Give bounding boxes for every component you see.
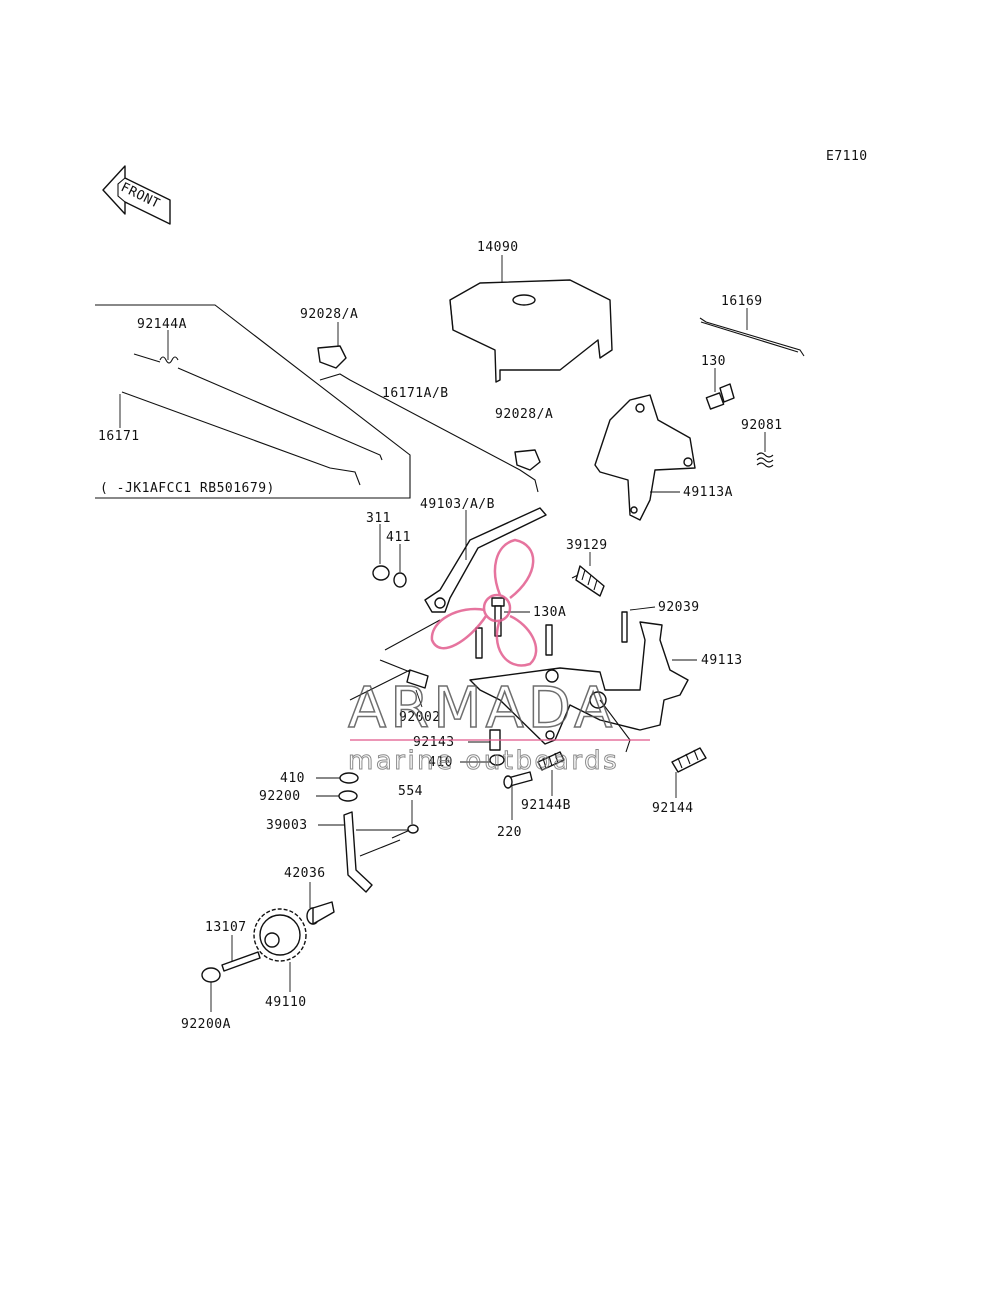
part-pin-554 [391,824,419,839]
label-39003: 39003 [266,818,308,833]
label-92144B: 92144B [521,798,571,813]
part-bolt-92002 [379,659,429,689]
watermark: ARMADA marine outboards [347,538,650,777]
label-49103AB: 49103/A/B [420,497,495,512]
part-bracket-upper [594,394,696,521]
part-washer-92200 [338,790,358,802]
part-rod-16171AB [319,373,539,493]
assembly-line-left [349,619,441,701]
label-39129: 39129 [566,538,608,553]
part-spring-92081 [756,452,774,468]
label-92039: 92039 [658,600,700,615]
front-arrow-icon: FRONT [102,165,171,225]
inset-box [95,304,411,499]
label-411: 411 [386,530,411,545]
label-92200A: 92200A [181,1017,231,1032]
label-16169: 16169 [721,294,763,309]
watermark-brand: ARMADA [348,676,616,741]
label-92200: 92200 [259,789,301,804]
label-49113A: 49113A [683,485,733,500]
part-pin-right [545,624,553,656]
label-13107: 13107 [205,920,247,935]
label-130: 130 [701,354,726,369]
part-spring-92144A [121,353,383,486]
propeller-logo-icon [430,538,538,667]
label-92002: 92002 [399,710,441,725]
label-42036: 42036 [284,866,326,881]
part-washer-center [489,754,505,766]
part-rod-upper [699,317,805,357]
part-pin-left [475,627,483,659]
part-pin-92039 [621,611,628,643]
label-554: 554 [398,784,423,799]
label-220: 220 [497,825,522,840]
part-clip-upper [317,345,347,369]
label-14090: 14090 [477,240,519,255]
part-lever-49103 [424,507,547,613]
label-49113: 49113 [701,653,743,668]
inset-note: ( -JK1AFCC1 RB501679) [100,481,275,496]
label-410-center: 410 [428,755,453,770]
label-130A: 130A [533,605,566,620]
watermark-tagline: marine outboards [348,746,619,776]
label-92028A-lower: 92028/A [495,407,553,422]
part-shaft-13107 [221,951,261,972]
part-bushing-42036 [306,901,335,925]
part-washer-411 [393,572,407,588]
label-16171AB: 16171A/B [382,386,449,401]
part-gear-49110 [253,908,307,962]
label-410: 410 [280,771,305,786]
part-nut-311 [372,565,390,581]
part-bolt-130 [705,383,735,410]
part-clip-lower [514,449,541,471]
part-arm-39003 [343,811,410,893]
label-92028A-upper: 92028/A [300,307,358,322]
label-92144: 92144 [652,801,694,816]
diagram-code: E7110 [826,149,868,164]
part-spring-92144B [537,751,565,771]
label-92081: 92081 [741,418,783,433]
label-49110: 49110 [265,995,307,1010]
part-labels: 14090 16169 130 92028/A 92144A 16171A/B … [98,240,783,1032]
label-92144A: 92144A [137,317,187,332]
part-washer-92200A [201,967,221,983]
label-92143: 92143 [413,735,455,750]
part-spring-92144 [671,747,707,773]
part-screw-220 [503,771,533,789]
label-311: 311 [366,511,391,526]
leader-lines [119,255,766,1012]
part-spring-39129 [571,565,605,597]
label-16171: 16171 [98,429,140,444]
part-cover [449,279,613,383]
